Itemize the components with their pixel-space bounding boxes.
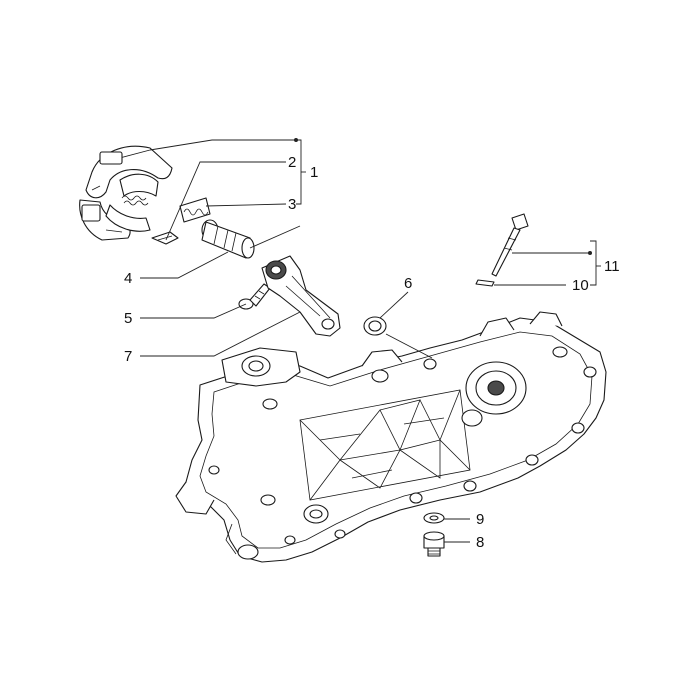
brake-shoes [79, 145, 173, 241]
brake-lever [261, 255, 341, 337]
washer [423, 512, 445, 524]
brake-cam-shaft [201, 219, 255, 259]
callout-3: 3 [288, 196, 296, 213]
callout-8: 8 [476, 534, 484, 551]
callout-1: 1 [310, 164, 318, 181]
return-spring [179, 197, 211, 223]
o-ring [475, 279, 495, 287]
callout-5: 5 [124, 310, 132, 327]
leader-lines [140, 138, 601, 543]
drain-bolt [423, 531, 445, 557]
spring-clip [151, 231, 179, 245]
callout-4: 4 [124, 270, 132, 287]
callout-2: 2 [288, 154, 296, 171]
callout-10: 10 [572, 277, 589, 294]
callout-6: 6 [404, 275, 412, 292]
callout-11: 11 [604, 258, 620, 275]
dipstick [491, 213, 529, 277]
crankcase [175, 311, 607, 563]
oil-seal [363, 316, 387, 336]
callout-9: 9 [476, 511, 484, 528]
callout-labels: 1 2 3 4 5 6 7 8 9 10 11 [124, 154, 620, 551]
callout-7: 7 [124, 348, 132, 365]
